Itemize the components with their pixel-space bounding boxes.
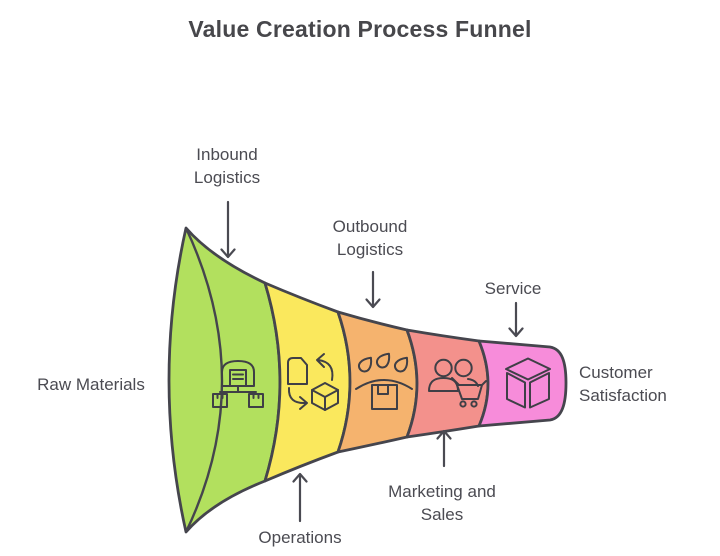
stage-label-inbound-logistics: Inbound Logistics [193, 145, 261, 187]
annotation-arrows [220, 200, 524, 523]
service-arrow [508, 301, 524, 338]
segment-inbound-logistics [167, 226, 282, 534]
stage-label-marketing-sales: Marketing and Sales [388, 482, 496, 524]
outbound-logistics-arrow [365, 270, 381, 309]
protected-shipment-icon [355, 352, 413, 410]
funnel-input-label: Raw Materials [37, 375, 145, 394]
package-cube-icon [505, 357, 551, 409]
stage-label-service: Service [484, 279, 542, 298]
inbound-logistics-arrow [220, 200, 236, 259]
customers-cart-icon [428, 358, 487, 408]
marketing-sales-arrow [436, 429, 452, 468]
document-to-product-icon [287, 353, 339, 411]
operations-arrow [292, 472, 308, 523]
diagram-title: Value Creation Process Funnel [188, 16, 532, 42]
segment-service [477, 339, 568, 428]
warehouse-distribution-icon [212, 360, 264, 408]
funnel-output-label: Customer Satisfaction [579, 363, 667, 405]
segment-outbound-logistics [336, 310, 419, 454]
stage-label-operations: Operations [258, 528, 342, 547]
stage-label-outbound-logistics: Outbound Logistics [332, 217, 408, 259]
